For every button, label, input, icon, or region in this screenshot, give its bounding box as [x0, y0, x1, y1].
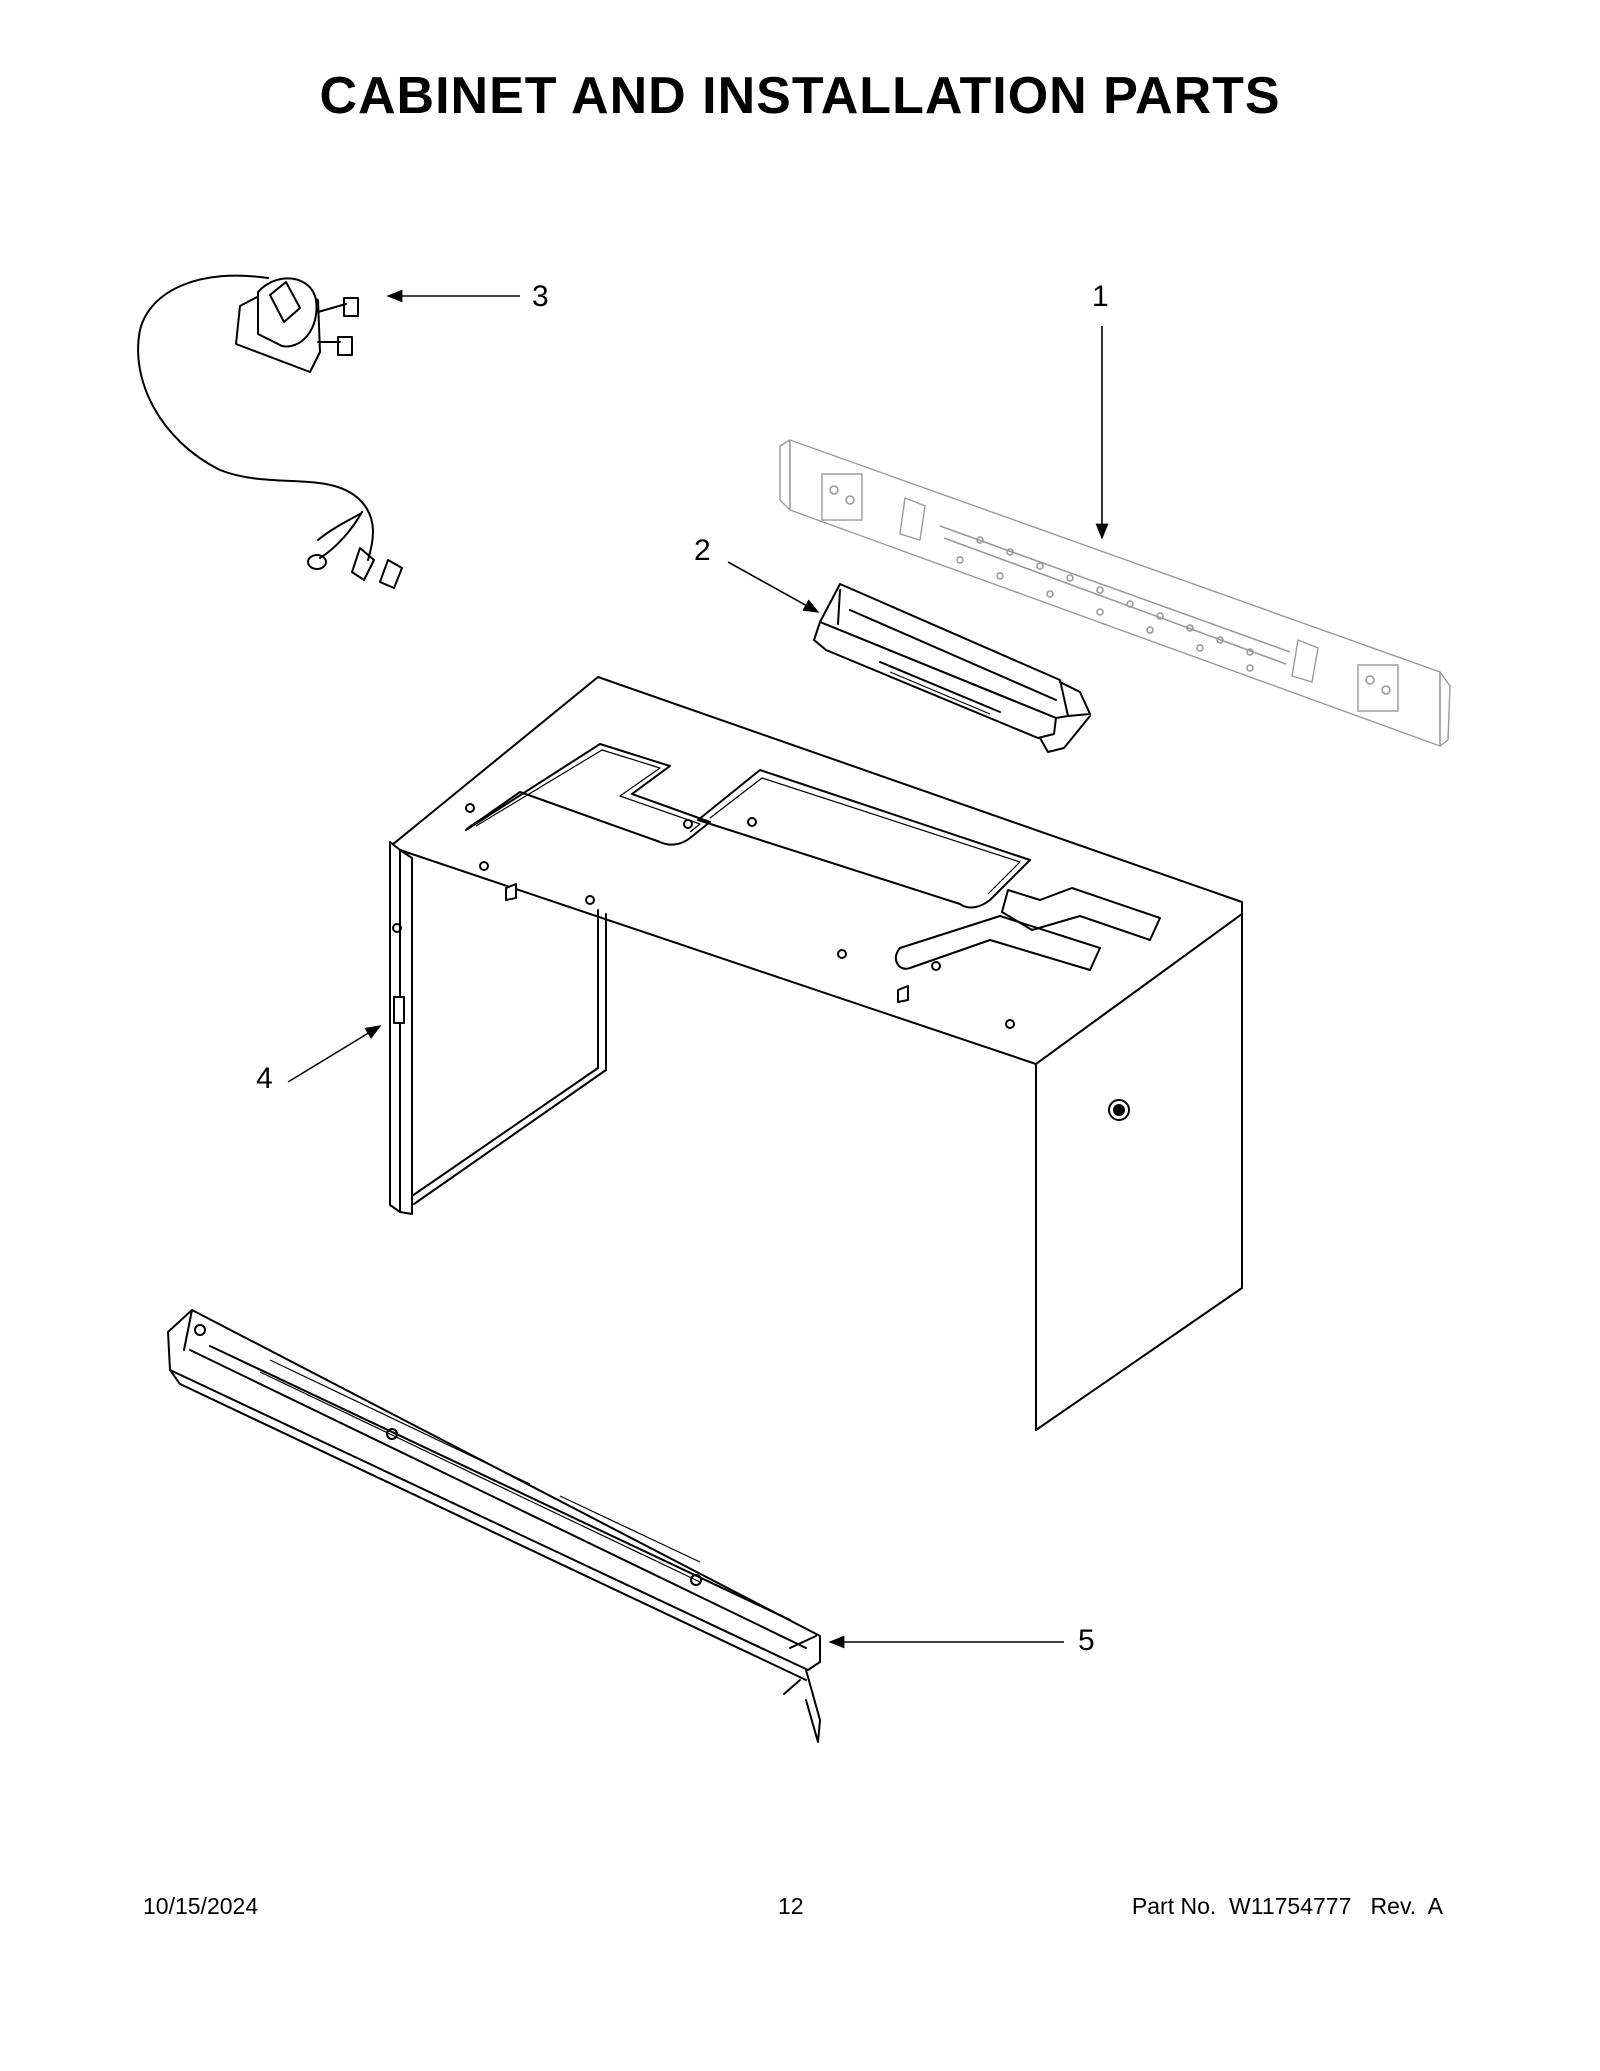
front-rail-part: [167, 1309, 821, 1743]
callout-1: 1: [1092, 280, 1109, 313]
page-title: CABINET AND INSTALLATION PARTS: [319, 67, 1281, 125]
callout-2: 2: [694, 534, 711, 567]
damper-part: [813, 583, 1091, 753]
footer-date: 10/15/2024: [143, 1893, 259, 1919]
callout-4: 4: [256, 1062, 273, 1095]
footer-page-number: 12: [778, 1893, 804, 1919]
cabinet-part: [389, 676, 1243, 1431]
callout-3: 3: [532, 280, 549, 313]
callout-5: 5: [1078, 1624, 1095, 1657]
leader-lines: [287, 289, 1109, 1649]
footer-part-number: Part No. W11754777 Rev. A: [1131, 1893, 1443, 1919]
mounting-plate-part: [779, 439, 1451, 747]
cabinet-holes: [465, 803, 1015, 1029]
plate-holes: [956, 536, 1254, 672]
power-cord-part: [137, 274, 403, 589]
